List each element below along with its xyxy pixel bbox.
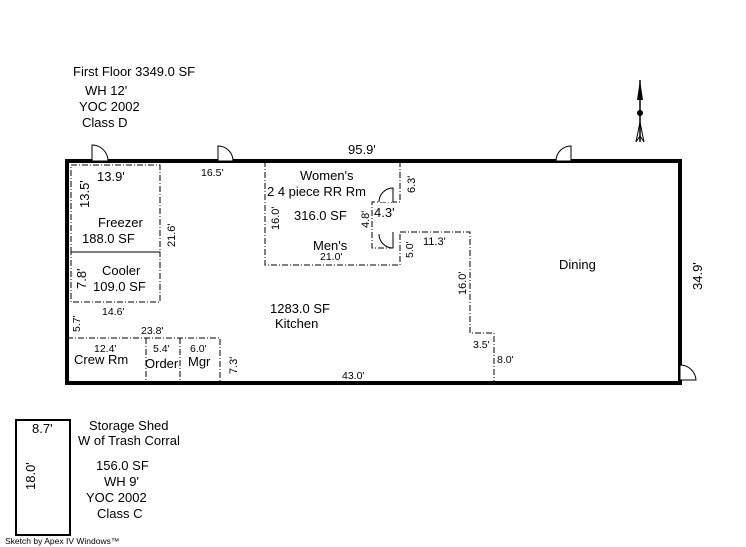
freezer-area: 188.0 SF xyxy=(82,231,135,246)
class-label: Class D xyxy=(82,115,128,130)
kitchen-right-dim: 11.3' xyxy=(423,236,446,248)
crew-width-dim: 12.4' xyxy=(94,343,116,355)
kitchen-step-dim: 3.5' xyxy=(473,339,490,351)
sketch-credit: Sketch by Apex IV Windows™ xyxy=(5,536,119,546)
kitchen-bottom-dim: 43.0' xyxy=(342,370,364,382)
shed-class: Class C xyxy=(97,506,143,521)
crew-top-dim: 23.8' xyxy=(141,325,163,337)
restroom-notch-dim: 5.0' xyxy=(404,241,416,258)
cooler-room xyxy=(70,251,161,303)
door-icon xyxy=(91,144,109,162)
door-icon xyxy=(217,145,234,162)
door-icon xyxy=(679,364,697,381)
freezer-label: Freezer xyxy=(98,215,143,230)
kitchen-step-depth-dim: 8.0' xyxy=(497,354,514,366)
restroom-depth-dim: 16.0' xyxy=(270,206,282,230)
mgr-width-dim: 6.0' xyxy=(190,343,207,355)
mgr-depth-dim: 7.3' xyxy=(228,357,240,374)
freezer-depth-dim: 13.5' xyxy=(77,180,92,208)
restroom-area: 316.0 SF xyxy=(294,208,347,223)
door-icon xyxy=(378,187,394,203)
cooler-width-dim: 14.6' xyxy=(102,306,124,318)
building-depth-dim: 34.9' xyxy=(690,262,705,290)
shed-width-dim: 8.7' xyxy=(32,421,53,436)
freezer-width-dim: 13.9' xyxy=(97,169,125,184)
door-icon xyxy=(555,145,572,162)
door-icon xyxy=(378,232,394,249)
restroom-notch-dim: 4.8' xyxy=(360,211,372,228)
restroom-notch-dim: 6.3' xyxy=(406,176,418,193)
kitchen-label: Kitchen xyxy=(275,316,318,331)
office-rooms xyxy=(67,337,221,383)
kitchen-right-depth-dim: 16.0' xyxy=(457,271,469,295)
restroom-notch-dim: 4.3' xyxy=(374,205,395,220)
dining-label: Dining xyxy=(559,257,596,272)
mgr-room-label: Mgr xyxy=(188,354,211,369)
kitchen-top-dim: 16.5' xyxy=(201,167,223,179)
shed-depth-dim: 18.0' xyxy=(23,462,38,490)
cooler-area: 109.0 SF xyxy=(93,279,146,294)
shed-location: W of Trash Corral xyxy=(78,433,180,448)
order-width-dim: 5.4' xyxy=(153,343,170,355)
restroom-width-dim: 21.0' xyxy=(320,251,342,263)
restroom-desc: 2 4 piece RR Rm xyxy=(267,184,366,199)
storage-shed-outline xyxy=(15,419,71,536)
mens-label: Men's xyxy=(313,238,348,253)
shed-year: YOC 2002 xyxy=(86,490,147,505)
floor-area-label: First Floor 3349.0 SF xyxy=(73,64,195,79)
north-arrow-icon xyxy=(635,80,645,143)
kitchen-boundary xyxy=(400,231,495,383)
cooler-depth-dim: 7.8' xyxy=(74,268,89,289)
building-width-dim: 95.9' xyxy=(348,142,376,157)
cooler-label: Cooler xyxy=(102,263,141,278)
order-room-label: Order xyxy=(145,356,179,371)
crew-room-label: Crew Rm xyxy=(74,352,128,367)
restroom-outline xyxy=(264,161,401,266)
shed-area: 156.0 SF xyxy=(96,458,149,473)
year-label: YOC 2002 xyxy=(79,99,140,114)
building-outline xyxy=(65,159,682,385)
freezer-side-dim: 21.6' xyxy=(166,223,178,247)
kitchen-left-dim: 5.7' xyxy=(71,315,83,332)
shed-title: Storage Shed xyxy=(89,418,169,433)
shed-wall-height: WH 9' xyxy=(104,474,139,489)
wall-height-label: WH 12' xyxy=(85,83,127,98)
womens-label: Women's xyxy=(300,168,354,183)
kitchen-area: 1283.0 SF xyxy=(270,301,330,316)
